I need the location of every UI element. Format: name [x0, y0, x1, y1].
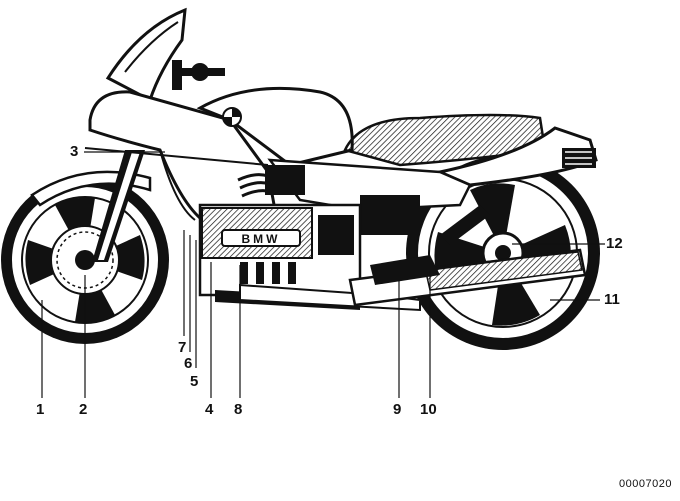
- engine-brand-text: BMW: [242, 232, 281, 246]
- callout-8: 8: [234, 401, 243, 418]
- swing-arm: [348, 205, 587, 307]
- callout-4: 4: [205, 401, 214, 418]
- callout-11: 11: [604, 291, 620, 308]
- bmw-roundel-icon: [222, 107, 242, 127]
- callout-2: 2: [79, 401, 88, 418]
- handlebar: [172, 60, 225, 90]
- drawing-number: 00007020: [619, 478, 672, 490]
- callout-12: 12: [606, 235, 623, 252]
- callout-6: 6: [184, 355, 193, 372]
- callout-3: 3: [70, 143, 79, 160]
- callout-leaders: [41, 151, 605, 398]
- callout-7: 7: [178, 339, 187, 356]
- seat: [343, 113, 547, 167]
- callout-9: 9: [393, 401, 402, 418]
- callout-1: 1: [36, 401, 45, 418]
- callout-5: 5: [190, 373, 199, 390]
- windscreen: [105, 7, 187, 103]
- callout-10: 10: [420, 401, 437, 418]
